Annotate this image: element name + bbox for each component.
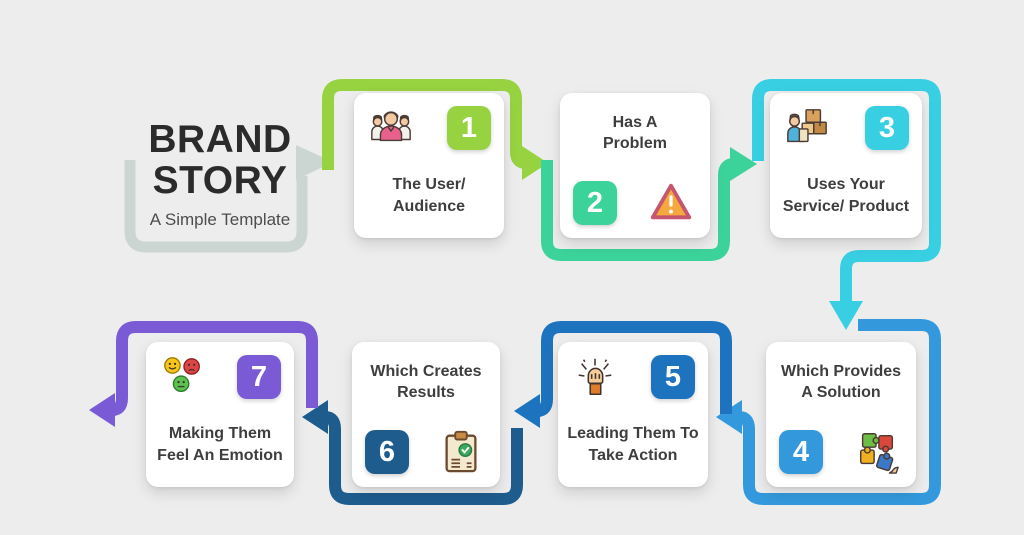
step-number-badge: 7	[237, 355, 281, 399]
step-label: Making Them Feel An Emotion	[157, 425, 283, 464]
step-number: 7	[250, 360, 268, 393]
step-card-7: 7 Making Them Feel An Emotion	[146, 342, 294, 487]
step-number-badge: 6	[365, 430, 409, 474]
connector-step-6	[302, 400, 523, 505]
step-label: Which Creates Results	[370, 363, 482, 402]
title-line-1: BRAND	[148, 118, 292, 161]
step-number: 5	[664, 360, 682, 393]
step-card-4: Which Provides A Solution 4	[766, 342, 916, 487]
clipboard-icon	[437, 428, 485, 474]
step-label: Has A Problem	[602, 114, 667, 153]
step-label: The User/ Audience	[392, 176, 466, 215]
fist-icon	[571, 354, 619, 400]
warning-icon	[647, 179, 695, 225]
connector-step-3	[752, 79, 941, 330]
step-number-badge: 4	[779, 430, 823, 474]
connector-step-4	[716, 319, 941, 505]
emotions-icon	[159, 354, 207, 400]
step-number-badge: 1	[447, 106, 491, 150]
step-card-3: 3 Uses Your Service/ Product	[770, 93, 922, 238]
connector-step-5-arrowhead	[514, 394, 540, 428]
connector-step-6-arrowhead	[302, 400, 328, 434]
connector-step-4-arrowhead	[716, 400, 742, 434]
step-number: 2	[586, 186, 604, 219]
connector-step-7-arrowhead	[89, 393, 115, 427]
step-number: 3	[878, 111, 896, 144]
step-card-6: Which Creates Results 6	[352, 342, 500, 487]
connector-step-2-arrowhead	[730, 147, 757, 181]
title-block: BRAND STORY A Simple Template	[118, 118, 322, 230]
step-number-badge: 3	[865, 106, 909, 150]
title-line-2: STORY	[152, 158, 288, 202]
connector-step-7	[89, 321, 318, 427]
title-arrow	[124, 145, 333, 253]
users-icon	[367, 105, 415, 151]
step-number: 4	[792, 435, 810, 468]
step-label: Which Provides A Solution	[780, 363, 902, 402]
boxes-icon	[783, 105, 831, 151]
step-card-5: 5 Leading Them To Take Action	[558, 342, 708, 487]
connector-step-1	[322, 79, 548, 180]
puzzle-icon	[853, 428, 901, 474]
step-number: 1	[460, 111, 478, 144]
step-label: Uses Your Service/ Product	[782, 176, 910, 215]
connector-step-3-arrowhead	[829, 301, 863, 330]
step-label: Leading Them To Take Action	[567, 425, 699, 464]
title-subtitle: A Simple Template	[149, 210, 291, 230]
connector-step-5	[514, 321, 732, 428]
step-number: 6	[378, 435, 396, 468]
step-number-badge: 2	[573, 181, 617, 225]
step-card-2: Has A Problem 2	[560, 93, 710, 238]
step-card-1: 1 The User/ Audience	[354, 93, 504, 238]
connector-step-1-arrowhead	[522, 146, 548, 180]
step-number-badge: 5	[651, 355, 695, 399]
connector-step-2	[541, 147, 757, 261]
